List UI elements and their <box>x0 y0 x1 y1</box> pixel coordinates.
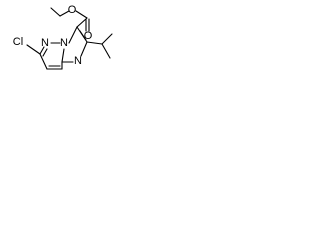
bond-ch-me1 <box>101 33 113 45</box>
atom-label-o-carbonyl: O <box>84 30 93 42</box>
bond-carbonyl-c-c3 <box>76 17 88 28</box>
bond-n-pyridazine-c6-a <box>39 46 45 55</box>
bonds <box>26 7 113 70</box>
bond-n-pyridazine-c6-b <box>42 48 48 57</box>
bond-ch2-o <box>59 10 70 17</box>
atom-label-n-imidazole: N <box>74 55 82 67</box>
atom-label-n-pyridazine: N <box>41 37 49 49</box>
bond-ch-me2 <box>101 43 111 59</box>
atom-labels: O O N N N Cl <box>13 4 93 67</box>
bond-c6-c7 <box>39 53 48 70</box>
molecular-structure-diagram: O O N N N Cl <box>13 4 113 70</box>
atom-label-n-bridgehead: N <box>60 37 68 49</box>
atom-label-chlorine: Cl <box>13 36 23 48</box>
bond-c8a-n-bridgehead <box>61 48 65 63</box>
atom-label-o-ether: O <box>68 4 77 16</box>
bond-c2-ch <box>86 41 103 45</box>
bond-c3-c2-inner <box>79 30 87 41</box>
bond-c6-cl <box>26 44 41 55</box>
bond-c2-n1 <box>80 41 88 57</box>
bond-n-bridgehead-c3 <box>68 26 78 44</box>
bond-o-carbonyl-c <box>75 10 88 19</box>
bond-ch3-ch2 <box>50 7 61 17</box>
